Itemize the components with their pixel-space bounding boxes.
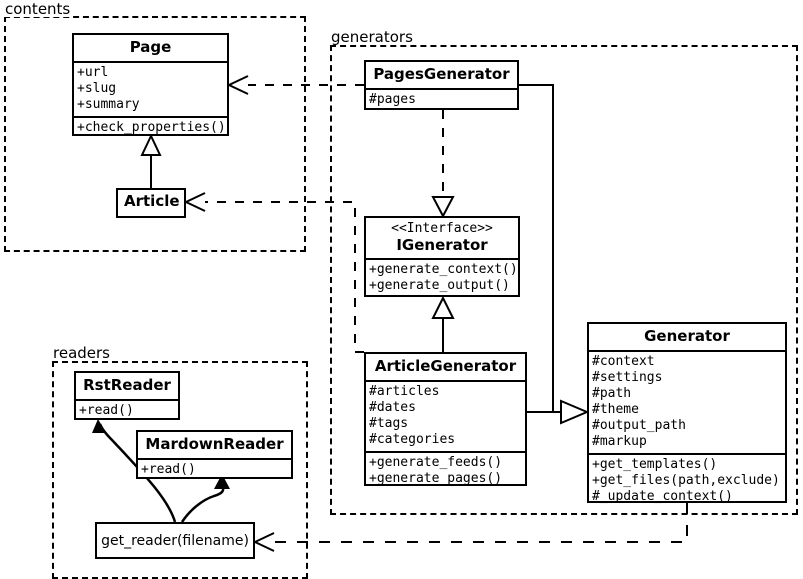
attribute: #settings bbox=[592, 370, 663, 385]
class-methods-page: +check_properties() bbox=[74, 116, 227, 139]
class-methods-rst-reader: +read() bbox=[76, 399, 178, 422]
class-box-article-generator[interactable]: ArticleGenerator #articles #dates #tags … bbox=[364, 352, 527, 486]
class-box-igenerator[interactable]: <<Interface>> IGenerator +generate_conte… bbox=[364, 216, 520, 297]
attribute: +url bbox=[77, 65, 109, 80]
class-attributes-generator: #context #settings #path #theme #output_… bbox=[589, 350, 785, 453]
class-methods-generator: +get_templates() +get_files(path,exclude… bbox=[589, 453, 785, 508]
class-methods-mardown-reader: +read() bbox=[138, 458, 291, 481]
method: +generate_output() bbox=[369, 278, 510, 293]
class-name-article-generator: ArticleGenerator bbox=[374, 357, 517, 375]
class-attributes-page: +url +slug +summary bbox=[74, 61, 227, 116]
attribute: #output_path bbox=[592, 418, 686, 433]
method: +generate_context() bbox=[369, 262, 518, 277]
attribute: #pages bbox=[369, 92, 416, 107]
attribute: #articles bbox=[369, 384, 440, 399]
class-methods-igenerator: +generate_context() +generate_output() bbox=[366, 258, 518, 297]
method: +generate_feeds() bbox=[369, 455, 503, 470]
package-generators-label: generators bbox=[330, 30, 416, 45]
attribute: #theme bbox=[592, 402, 639, 417]
class-box-rst-reader[interactable]: RstReader +read() bbox=[74, 371, 180, 420]
method: +get_files(path,exclude) bbox=[592, 473, 780, 488]
class-name-page: Page bbox=[129, 38, 172, 56]
class-name-igenerator: <<Interface>> IGenerator bbox=[366, 218, 518, 258]
class-box-pages-generator[interactable]: PagesGenerator #pages bbox=[364, 60, 519, 110]
class-name-rst-reader: RstReader bbox=[83, 376, 171, 394]
attribute: #path bbox=[592, 386, 632, 401]
attribute: +summary bbox=[77, 97, 140, 112]
function-label-get-reader: get_reader(filename) bbox=[101, 532, 249, 549]
class-name-text-igenerator: IGenerator bbox=[396, 236, 488, 254]
class-stereotype-igenerator: <<Interface>> bbox=[391, 221, 493, 236]
package-readers-frame bbox=[52, 361, 308, 579]
class-methods-article-generator: +generate_feeds() +generate_pages() bbox=[366, 451, 525, 490]
method: +read() bbox=[79, 403, 134, 418]
method: +generate_pages() bbox=[369, 471, 503, 486]
class-box-article[interactable]: Article bbox=[116, 188, 186, 218]
class-name-mardown-reader: MardownReader bbox=[145, 435, 284, 453]
attribute: +slug bbox=[77, 81, 117, 96]
method: #_update_context() bbox=[592, 489, 733, 504]
class-box-mardown-reader[interactable]: MardownReader +read() bbox=[136, 430, 293, 479]
method: +get_templates() bbox=[592, 457, 718, 472]
attribute: #context bbox=[592, 354, 655, 369]
attribute: #categories bbox=[369, 432, 456, 447]
class-attributes-article-generator: #articles #dates #tags #categories bbox=[366, 380, 525, 451]
class-name-generator: Generator bbox=[644, 327, 730, 345]
class-box-generator[interactable]: Generator #context #settings #path #them… bbox=[587, 322, 787, 504]
package-contents-label: contents bbox=[4, 2, 74, 17]
function-box-get-reader[interactable]: get_reader(filename) bbox=[95, 522, 255, 559]
method: +check_properties() bbox=[77, 120, 226, 135]
class-name-pages-generator: PagesGenerator bbox=[373, 65, 510, 83]
class-name-article: Article bbox=[124, 192, 180, 210]
attribute: #tags bbox=[369, 416, 409, 431]
method: +read() bbox=[141, 462, 196, 477]
package-readers-label: readers bbox=[52, 346, 113, 361]
attribute: #markup bbox=[592, 434, 647, 449]
attribute: #dates bbox=[369, 400, 416, 415]
package-contents-frame bbox=[4, 16, 306, 252]
class-attributes-pages-generator: #pages bbox=[366, 88, 517, 111]
class-box-page[interactable]: Page +url +slug +summary +check_properti… bbox=[72, 33, 229, 136]
